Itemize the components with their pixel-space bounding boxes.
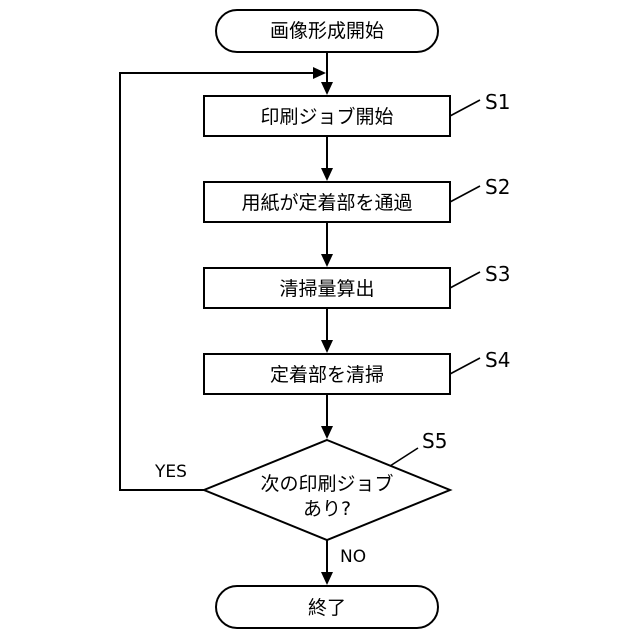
decision-label-line1: 次の印刷ジョブ — [260, 472, 393, 495]
process-label-s3: 清掃量算出 — [279, 278, 374, 300]
step-leader-s2 — [450, 186, 480, 202]
decision-label-line2: あり? — [303, 498, 351, 520]
arrowhead-s3-s4 — [321, 340, 333, 353]
step-id-s5: S5 — [422, 429, 447, 453]
start-label: 画像形成開始 — [270, 20, 384, 42]
no-label: NO — [340, 547, 366, 567]
arrowhead-start-s1 — [321, 82, 333, 95]
arrowhead-yes-loop — [313, 67, 326, 79]
step-id-s4: S4 — [485, 348, 510, 372]
step-id-s1: S1 — [485, 90, 510, 114]
end-label: 終了 — [308, 597, 346, 619]
process-label-s4: 定着部を清掃 — [270, 364, 384, 386]
yes-label: YES — [154, 462, 187, 482]
step-id-s2: S2 — [485, 175, 510, 199]
step-leader-s5 — [390, 448, 418, 466]
step-leader-s1 — [450, 100, 480, 116]
arrowhead-s2-s3 — [321, 254, 333, 267]
arrowhead-s5-end — [321, 572, 333, 585]
process-label-s1: 印刷ジョブ開始 — [260, 105, 393, 128]
step-leader-s3 — [450, 272, 480, 288]
arrowhead-s1-s2 — [321, 168, 333, 181]
process-label-s2: 用紙が定着部を通過 — [241, 192, 412, 214]
step-leader-s4 — [450, 358, 480, 374]
arrowhead-s4-s5 — [321, 426, 333, 439]
step-id-s3: S3 — [485, 262, 510, 286]
